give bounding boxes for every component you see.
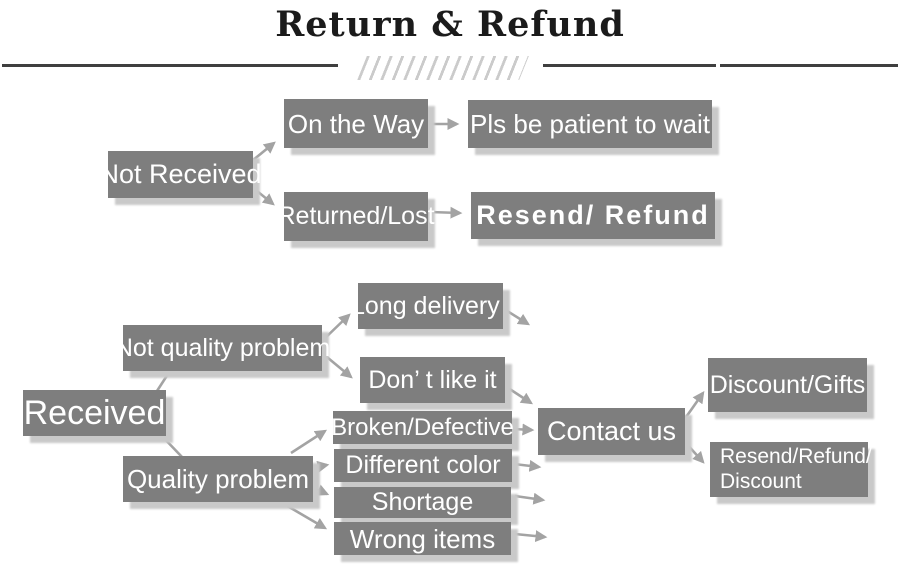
connector-qp-different: [310, 460, 330, 473]
title-divider-left: [2, 64, 338, 67]
page-title: Return & Refund: [275, 4, 625, 45]
connector-wrong-out: [514, 530, 548, 542]
node-not-quality-problem: Not quality problem: [115, 325, 330, 371]
node-broken-defective: Broken/Defective: [331, 411, 514, 444]
node-returned-lost: Returned/Lost: [277, 192, 435, 241]
node-received: Received: [23, 390, 166, 436]
node-different-color: Different color: [334, 449, 512, 482]
connector-qp-wrong: [283, 502, 328, 530]
connector-broken-contact: [513, 423, 535, 436]
node-on-the-way: On the Way: [284, 99, 428, 148]
node-resend-refund-discount: Resend/Refund/ Discount: [710, 442, 872, 497]
node-long-delivery-label: Long delivery: [358, 291, 500, 320]
connector-dontlike-contact: [504, 384, 534, 405]
node-resend-refund: Resend/ Refund: [471, 192, 715, 239]
connector-qp-broken: [290, 429, 328, 455]
connector-different-out: [513, 459, 542, 472]
node-resend-refund-discount-line1: Resend/Refund/: [720, 445, 872, 469]
node-not-received: Not Received: [99, 151, 262, 198]
node-long-delivery: Long delivery: [358, 283, 503, 329]
connector-contact-discount: [682, 391, 705, 421]
connector-received-nqp: [155, 373, 170, 392]
connector-notreceived-returnedlost: [251, 185, 275, 206]
connector-shortage-out: [514, 492, 546, 505]
title-divider-right-b: [720, 64, 898, 67]
connector-received-qp: [159, 433, 183, 458]
node-quality-problem: Quality problem: [123, 456, 313, 502]
connector-longdelivery-out: [503, 307, 531, 326]
node-shortage: Shortage: [334, 487, 511, 518]
hatch-decoration: [357, 56, 529, 80]
node-wrong-items: Wrong items: [334, 522, 511, 555]
node-discount-gifts: Discount/Gifts: [708, 358, 867, 412]
node-resend-refund-discount-line2: Discount: [720, 469, 802, 493]
node-dont-like-it: Don’ t like it: [360, 357, 505, 403]
node-contact-us: Contact us: [538, 408, 685, 455]
title-divider-right-a: [543, 64, 716, 67]
connector-qp-shortage: [310, 484, 330, 496]
connector-contact-rrd: [683, 440, 705, 464]
node-pls-be-patient: Pls be patient to wait: [468, 100, 712, 148]
